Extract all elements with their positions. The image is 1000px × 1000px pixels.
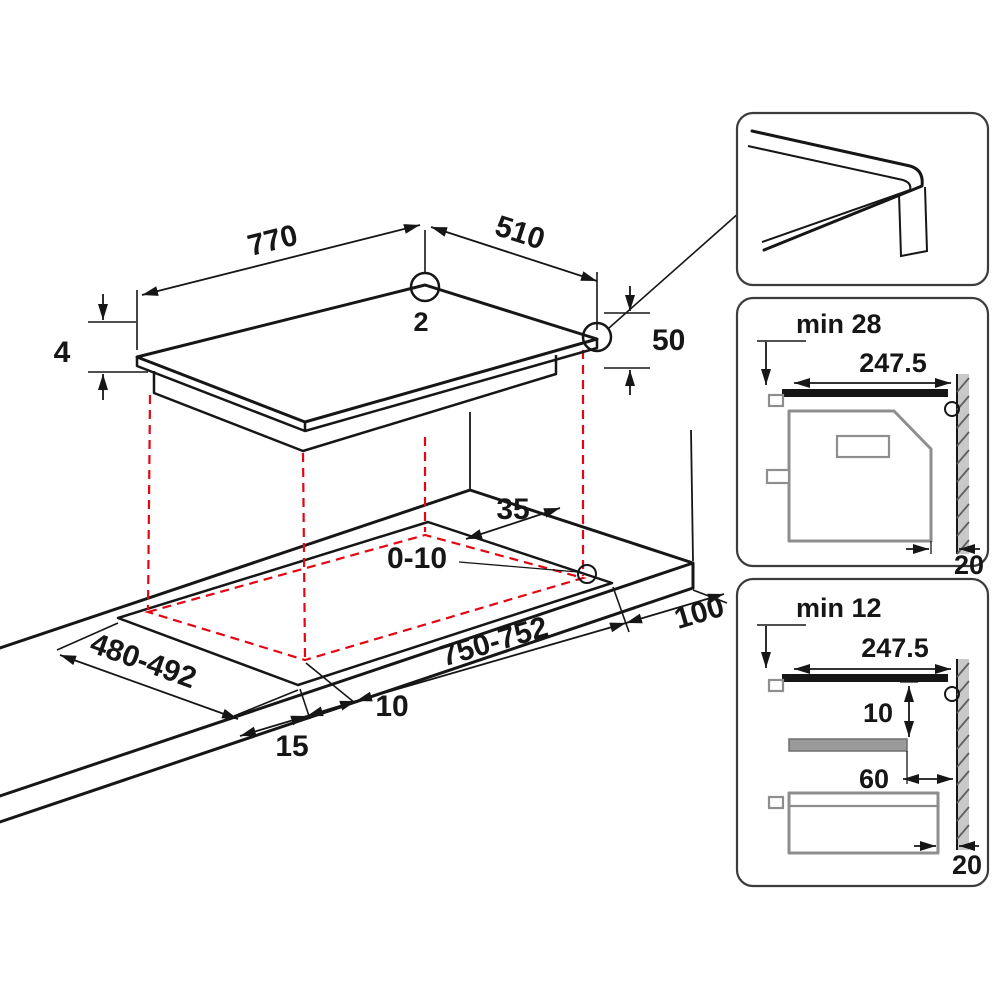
hob: [135, 283, 599, 453]
corner-detail-panel: [735, 111, 990, 287]
dim-35: 35: [465, 493, 561, 540]
wall-hatching: [956, 662, 970, 840]
tolerance-circle: [577, 564, 597, 584]
isometric-view: 770 510 2 4 50: [0, 210, 741, 824]
dimension-line: [465, 507, 561, 540]
hob-top-face: [135, 283, 599, 424]
projection-footprint: [144, 533, 588, 662]
projection-lines: [144, 350, 588, 662]
fixing-bracket: [767, 678, 785, 693]
hob-section: [782, 674, 948, 682]
dim-4-label: 4: [54, 336, 71, 369]
dim-4: 4: [54, 294, 148, 400]
hob-glass-edge: [135, 339, 599, 433]
wall-fill: [957, 659, 969, 850]
dimension-line-10: [306, 700, 357, 717]
hinge-bracket: [765, 468, 791, 485]
dim-0-10-label: 0-10: [387, 542, 447, 575]
dimension-line-100: [625, 593, 725, 624]
hob-section: [782, 389, 948, 397]
dim-10-label: 10: [375, 690, 408, 723]
dim-0-10: 0-10: [387, 542, 597, 584]
depth-247-label: 247.5: [859, 348, 927, 378]
dimension-line-750-752: [355, 622, 627, 702]
countertop: [0, 412, 695, 824]
glass-corner-outer-edge: [750, 129, 924, 252]
panel-frame: [735, 111, 990, 287]
hob-side-face: [898, 186, 929, 258]
corner-callout: [581, 211, 741, 353]
dim-35-label: 35: [496, 493, 529, 526]
depth-247-label: 247.5: [861, 633, 929, 663]
glass-corner-inner-edge: [747, 145, 912, 243]
wall-section: [944, 659, 970, 850]
min-28-label: min 28: [796, 309, 882, 339]
wall-fill: [957, 374, 969, 554]
dim-770: 770: [136, 219, 426, 350]
fixing-bracket: [767, 795, 785, 810]
hob-body: [152, 355, 558, 453]
cabinet-clearance-panel: min 28 247.5 20: [735, 296, 990, 580]
dim-100-label: 100: [671, 590, 728, 636]
min-12-label: min 12: [796, 593, 882, 623]
leader-line: [458, 561, 579, 573]
pipe-circle: [944, 401, 960, 417]
fixing-bracket: [767, 393, 785, 408]
cabinet-section: [787, 409, 933, 543]
vent-slot: [835, 434, 891, 459]
pipe-circle: [944, 686, 960, 702]
detail-2-label: 2: [413, 307, 428, 337]
wall-hatching: [956, 377, 970, 555]
shelf-section: [788, 738, 908, 752]
dimension-line-15: [239, 715, 308, 737]
detail-2: 2: [409, 271, 441, 337]
shelf-setback-60-label: 60: [859, 764, 889, 794]
extension-line: [612, 586, 630, 633]
wall-section: [944, 374, 970, 555]
leader-line: [608, 211, 741, 329]
dim-50: 50: [604, 286, 685, 395]
dimension-line: [59, 654, 239, 720]
projection-line: [301, 452, 307, 659]
extension-line: [56, 622, 119, 651]
wall-gap-20-label: 20: [954, 550, 984, 580]
dimension-line: [430, 226, 598, 282]
dim-chain-front: 15 10 750-752 100: [239, 586, 728, 763]
detail-circle: [581, 321, 613, 353]
wall-gap-20-label: 20: [952, 850, 982, 880]
shelf-gap-10-label: 10: [863, 698, 893, 728]
dimension-line: [141, 224, 421, 296]
detail-circle: [409, 271, 441, 303]
dim-50-label: 50: [652, 324, 685, 357]
projection-line: [146, 394, 152, 611]
dim-15-label: 15: [275, 730, 308, 763]
extension-line: [690, 429, 694, 562]
drawer-section: [787, 791, 940, 855]
shelf-clearance-panel: min 12 247.5 10 60 20: [735, 577, 990, 888]
extension-line: [233, 689, 299, 717]
extension-line: [305, 662, 356, 704]
